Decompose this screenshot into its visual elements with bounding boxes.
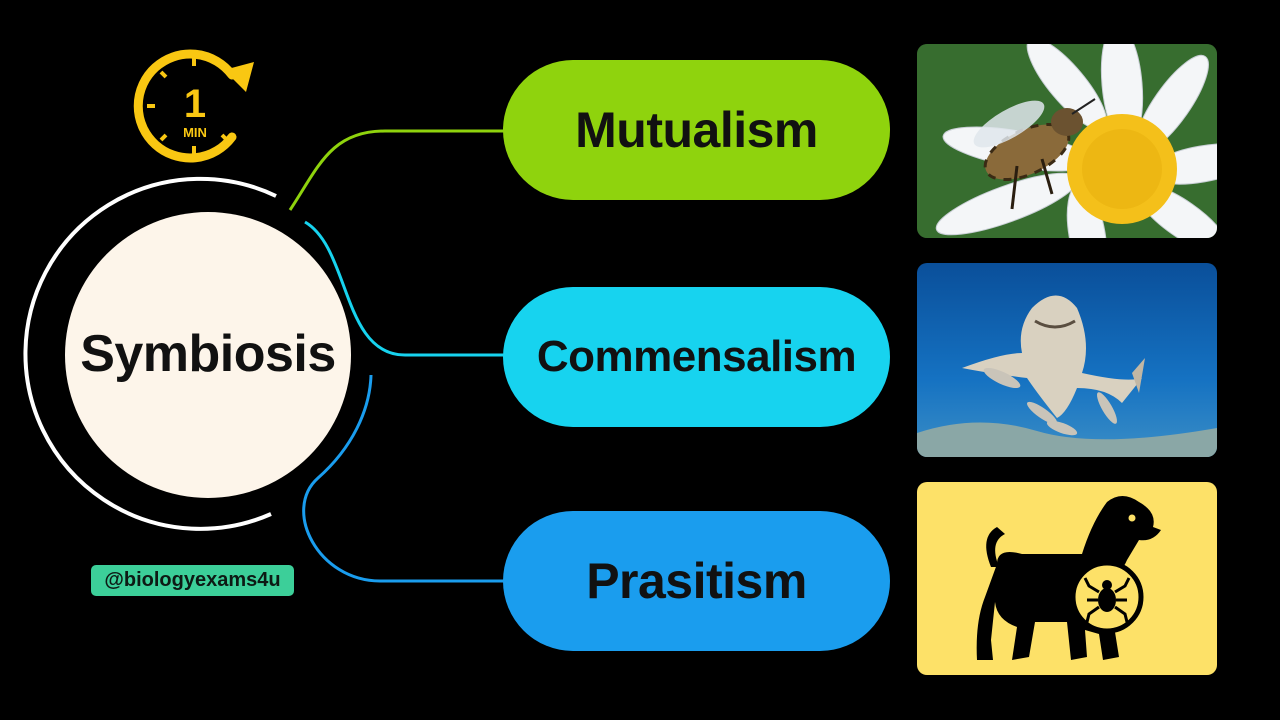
timer-icon: 1 MIN	[133, 49, 254, 163]
center-label: Symbiosis	[80, 325, 336, 383]
timer-unit: MIN	[183, 125, 207, 140]
shark-with-remoras-image	[917, 263, 1217, 457]
connector-commensalism	[304, 220, 505, 357]
handle-badge: @biologyexams4u	[91, 565, 294, 596]
branch-commensalism-label: Commensalism	[536, 332, 857, 381]
connector-mutualism	[288, 129, 505, 211]
branch-mutualism-label: Mutualism	[575, 102, 818, 158]
tick-icon	[1070, 560, 1144, 634]
bee-icon	[973, 98, 1096, 210]
dog-with-tick-image	[917, 482, 1217, 675]
timer-number: 1	[184, 82, 206, 126]
center-circle	[65, 212, 351, 498]
shark-icon	[962, 295, 1145, 418]
bee-on-daisy-image	[917, 44, 1217, 238]
center-outer-ring	[23, 176, 277, 531]
connector-parasitism	[302, 374, 505, 583]
branch-commensalism-pill: Commensalism	[503, 287, 890, 427]
branch-parasitism-label: Prasitism	[586, 553, 807, 609]
branch-parasitism-pill: Prasitism	[503, 511, 890, 651]
branch-mutualism-pill: Mutualism	[503, 60, 890, 200]
remora-fish-icon	[983, 367, 1117, 436]
